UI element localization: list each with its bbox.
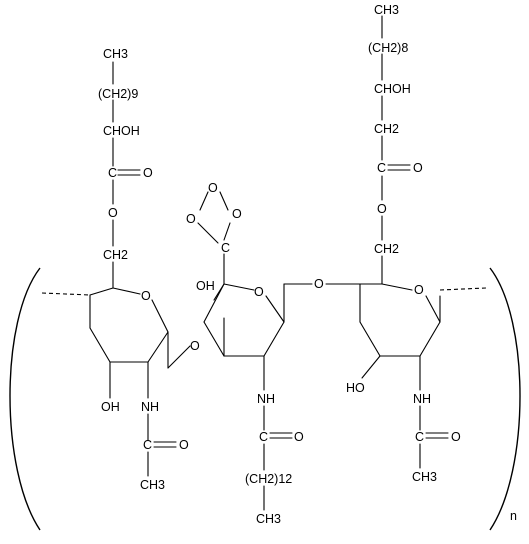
label-c: C xyxy=(415,430,424,444)
label-o: O xyxy=(190,339,200,353)
bond xyxy=(359,321,381,357)
label-c: C xyxy=(108,166,117,180)
label-ring-o: O xyxy=(414,283,424,297)
label-oh: OH xyxy=(196,279,215,293)
bond xyxy=(361,355,381,379)
label-nh: NH xyxy=(141,400,159,414)
bond xyxy=(223,222,231,241)
label-ch3: CH3 xyxy=(256,512,281,526)
label-ch3: CH3 xyxy=(140,478,165,492)
label-o: O xyxy=(179,438,189,452)
bond xyxy=(199,191,209,211)
bond xyxy=(197,222,219,244)
left-parenthesis xyxy=(9,267,41,531)
bond xyxy=(167,345,191,369)
bond xyxy=(203,321,225,357)
label-choh: CHOH xyxy=(374,82,411,96)
label-o: O xyxy=(186,212,196,226)
label-c: C xyxy=(143,438,152,452)
label-o: O xyxy=(143,166,153,180)
bond xyxy=(112,287,141,295)
label-link-o: O xyxy=(314,277,324,291)
label-ch2n: (CH2)8 xyxy=(368,41,408,55)
bond xyxy=(425,295,441,323)
label-choh: CHOH xyxy=(103,124,140,138)
bond xyxy=(381,283,413,291)
bond xyxy=(213,283,225,301)
repeat-n: n xyxy=(510,509,517,523)
label-ch2: CH2 xyxy=(374,242,399,256)
label-ring-o: O xyxy=(141,289,151,303)
bond xyxy=(419,321,441,357)
dashed-bond xyxy=(439,287,487,291)
label-o: O xyxy=(108,206,118,220)
label-oh: OH xyxy=(101,400,120,414)
bond xyxy=(89,287,114,296)
bond xyxy=(89,327,111,363)
right-parenthesis xyxy=(489,267,521,531)
dashed-bond xyxy=(41,292,91,296)
label-ch2n: (CH2)9 xyxy=(98,87,138,101)
label-nh: NH xyxy=(257,392,275,406)
label-c: C xyxy=(377,161,386,175)
label-ring-o: O xyxy=(254,285,264,299)
label-o: O xyxy=(294,430,304,444)
bond xyxy=(147,331,169,363)
bond xyxy=(263,321,285,357)
label-o: O xyxy=(232,207,242,221)
bond xyxy=(265,295,285,323)
label-ho: HO xyxy=(346,381,365,395)
label-c: C xyxy=(221,241,230,255)
bond xyxy=(219,191,229,211)
label-ch3: CH3 xyxy=(412,470,437,484)
label-ch2: CH2 xyxy=(103,248,128,262)
label-nh: NH xyxy=(413,392,431,406)
label-o: O xyxy=(208,181,218,195)
label-o: O xyxy=(377,202,387,216)
label-ch3: CH3 xyxy=(103,47,128,61)
label-ch2: CH2 xyxy=(374,122,399,136)
label-o: O xyxy=(413,161,423,175)
label-ch2n: (CH2)12 xyxy=(245,472,292,486)
label-o: O xyxy=(451,430,461,444)
bond xyxy=(151,299,169,333)
bond xyxy=(223,283,255,291)
label-ch3: CH3 xyxy=(374,3,399,17)
label-c: C xyxy=(259,430,268,444)
